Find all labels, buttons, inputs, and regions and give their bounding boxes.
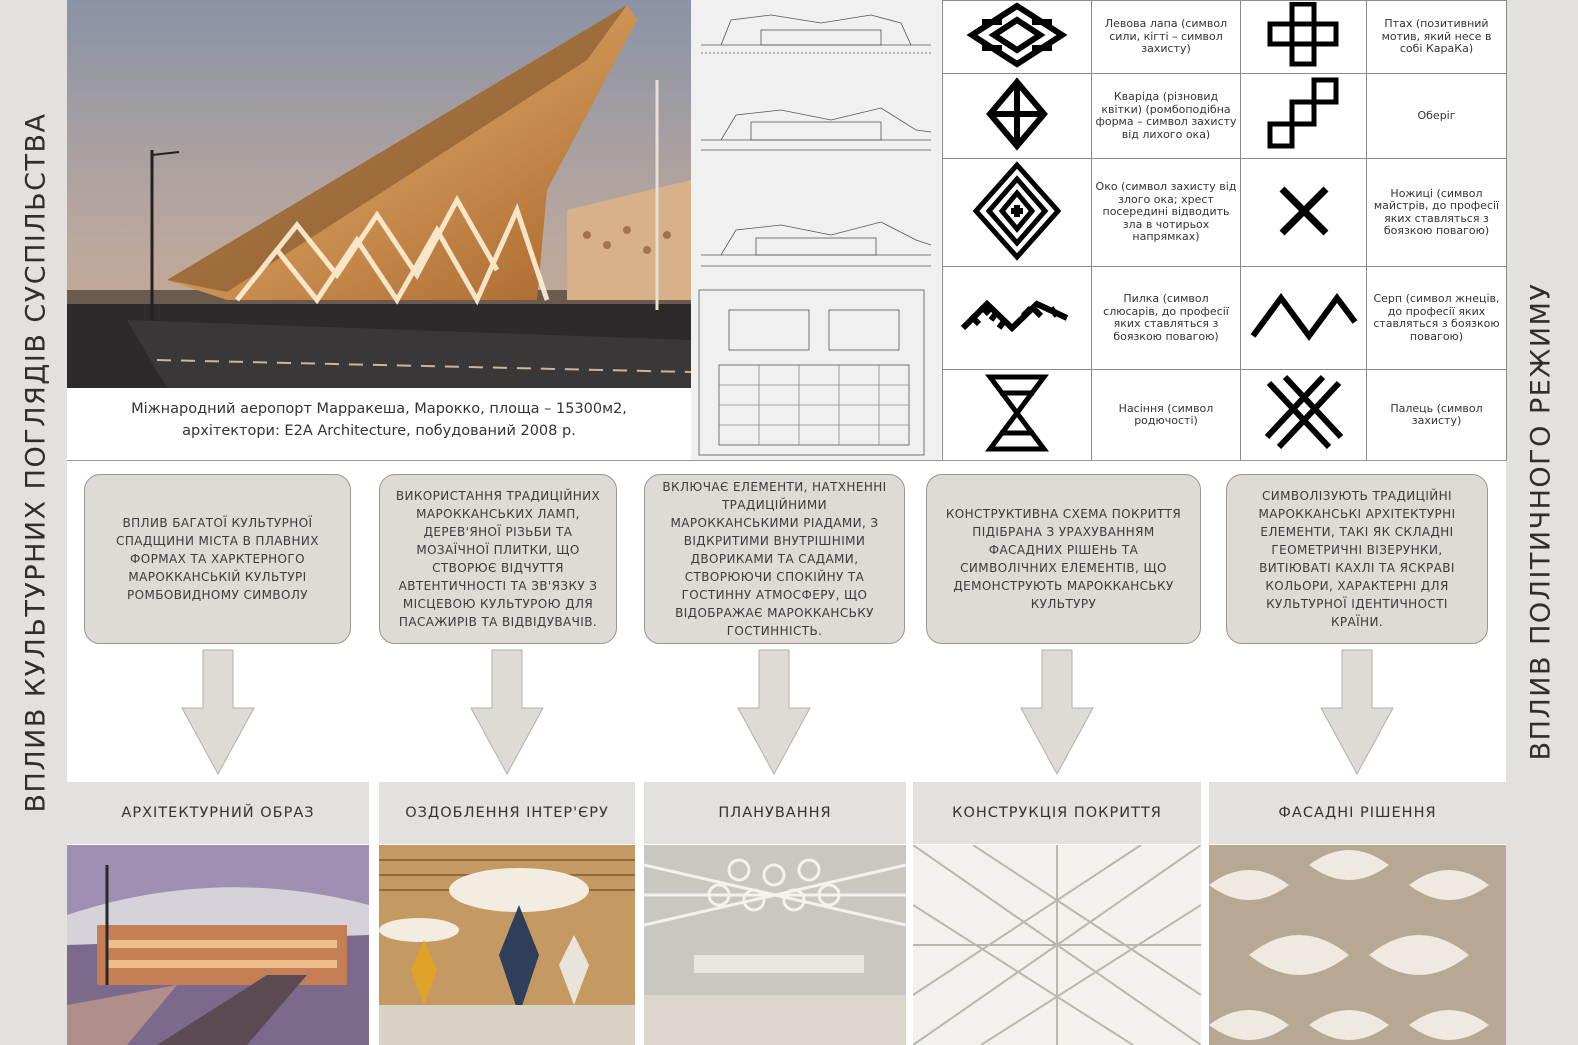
- category-label: ПЛАНУВАННЯ: [718, 805, 832, 821]
- facade-solutions-photo: [1209, 845, 1506, 1045]
- symbols-table: Левова лапа (символ сили, кігті – символ…: [942, 0, 1507, 461]
- symbol-row: Левова лапа (символ сили, кігті – символ…: [942, 0, 1507, 74]
- symbol-text-right: Оберіг: [1366, 73, 1507, 159]
- concentric-rhombus-icon: [942, 158, 1092, 267]
- zigzag-line-icon: [1240, 266, 1367, 370]
- arrow-down-icon: [1020, 649, 1094, 776]
- stair-squares-icon: [1240, 73, 1367, 159]
- symbol-text-left: Пилка (символ слюсарів, до професії яких…: [1091, 266, 1241, 370]
- category-label: КОНСТРУКЦІЯ ПОКРИТТЯ: [952, 805, 1162, 821]
- section-divider: [67, 460, 1506, 461]
- section-3: [701, 221, 932, 267]
- crossed-rhombus-icon: [942, 73, 1092, 159]
- symbol-text-right: Палець (символ захисту): [1366, 369, 1507, 461]
- left-side-band: [0, 0, 67, 1045]
- section-1: [701, 14, 931, 54]
- symbol-text-left: Левова лапа (символ сили, кігті – символ…: [1091, 0, 1241, 74]
- interior-finish-photo: [379, 845, 635, 1045]
- caption-line-2: архітектори: E2A Architecture, побудован…: [182, 423, 576, 439]
- symbol-row: Насіння (символ родючості) Палець (симво…: [942, 369, 1507, 461]
- category-planning: ПЛАНУВАННЯ: [644, 782, 906, 844]
- caption-line-1: Міжнародний аеропорт Марракеша, Марокко,…: [131, 401, 627, 417]
- arrows-layer: [181, 649, 1394, 776]
- arrow-down-icon: [1320, 649, 1394, 776]
- symbol-text-right: Ножиці (символ майстрів, до професії яки…: [1366, 158, 1507, 267]
- hero-caption: Міжнародний аеропорт Марракеша, Марокко,…: [67, 388, 691, 460]
- arrow-down-icon: [737, 649, 811, 776]
- section-plans-drawing: [691, 0, 941, 460]
- influence-box-1: ВПЛИВ БАГАТОЇ КУЛЬТУРНОЇ СПАДЩИНИ МІСТА …: [84, 474, 351, 644]
- arrow-down-icon: [181, 649, 255, 776]
- arrow-down-icon: [470, 649, 544, 776]
- influence-text: ВПЛИВ БАГАТОЇ КУЛЬТУРНОЇ СПАДЩИНИ МІСТА …: [116, 516, 319, 602]
- influence-text: ВКЛЮЧАЄ ЕЛЕМЕНТИ, НАТХНЕННІ ТРАДИЦІЙНИМИ…: [662, 480, 887, 638]
- influence-box-5: СИМВОЛІЗУЮТЬ ТРАДИЦІЙНІ МАРОККАНСЬКІ АРХ…: [1226, 474, 1488, 644]
- influence-text: КОНСТРУКТИВНА СХЕМА ПОКРИТТЯ ПІДІБРАНА З…: [945, 507, 1182, 611]
- influence-box-4: КОНСТРУКТИВНА СХЕМА ПОКРИТТЯ ПІДІБРАНА З…: [926, 474, 1201, 644]
- knot-ornament-icon: [942, 0, 1092, 74]
- planning-photo: [644, 845, 906, 1045]
- saw-zigzag-icon: [942, 266, 1092, 370]
- category-interior-finish: ОЗДОБЛЕННЯ ІНТЕР'ЄРУ: [379, 782, 635, 844]
- symbol-text-left: Око (символ захисту від злого ока; хрест…: [1091, 158, 1241, 267]
- category-label: ОЗДОБЛЕННЯ ІНТЕР'ЄРУ: [405, 805, 609, 821]
- category-facade-solutions: ФАСАДНІ РІШЕННЯ: [1209, 782, 1506, 844]
- seed-hourglass-icon: [942, 369, 1092, 461]
- category-architectural-image: АРХІТЕКТУРНИЙ ОБРАЗ: [67, 782, 369, 844]
- roof-structure-photo: [913, 845, 1201, 1045]
- symbol-row: Пилка (символ слюсарів, до професії яких…: [942, 266, 1507, 370]
- cross-blocks-icon: [1240, 0, 1367, 74]
- lattice-cross-icon: [1240, 369, 1367, 461]
- influence-box-2: ВИКОРИСТАННЯ ТРАДИЦІЙНИХ МАРОККАНСЬКИХ Л…: [379, 474, 617, 644]
- section-2: [701, 107, 932, 151]
- architectural-image-photo: [67, 845, 369, 1045]
- influence-box-3: ВКЛЮЧАЄ ЕЛЕМЕНТИ, НАТХНЕННІ ТРАДИЦІЙНИМИ…: [644, 474, 905, 644]
- symbol-row: Кваріда (різновид квітки) (ромбоподібна …: [942, 73, 1507, 159]
- category-label: АРХІТЕКТУРНИЙ ОБРАЗ: [121, 805, 315, 821]
- influence-text: СИМВОЛІЗУЮТЬ ТРАДИЦІЙНІ МАРОККАНСЬКІ АРХ…: [1258, 489, 1456, 629]
- symbol-text-right: Серп (символ жнеців, до професії яких ст…: [1366, 266, 1507, 370]
- influence-text: ВИКОРИСТАННЯ ТРАДИЦІЙНИХ МАРОККАНСЬКИХ Л…: [395, 489, 601, 629]
- symbol-text-left: Кваріда (різновид квітки) (ромбоподібна …: [1091, 73, 1241, 159]
- symbol-text-left: Насіння (символ родючості): [1091, 369, 1241, 461]
- symbol-row: Око (символ захисту від злого ока; хрест…: [942, 158, 1507, 267]
- right-side-band: [1506, 0, 1578, 1045]
- category-roof-structure: КОНСТРУКЦІЯ ПОКРИТТЯ: [913, 782, 1201, 844]
- symbol-text-right: Птах (позитивний мотив, який несе в собі…: [1366, 0, 1507, 74]
- category-label: ФАСАДНІ РІШЕННЯ: [1278, 805, 1437, 821]
- airport-hero-photo: [67, 0, 691, 388]
- floor-plan: [698, 289, 925, 456]
- x-cross-icon: [1240, 158, 1367, 267]
